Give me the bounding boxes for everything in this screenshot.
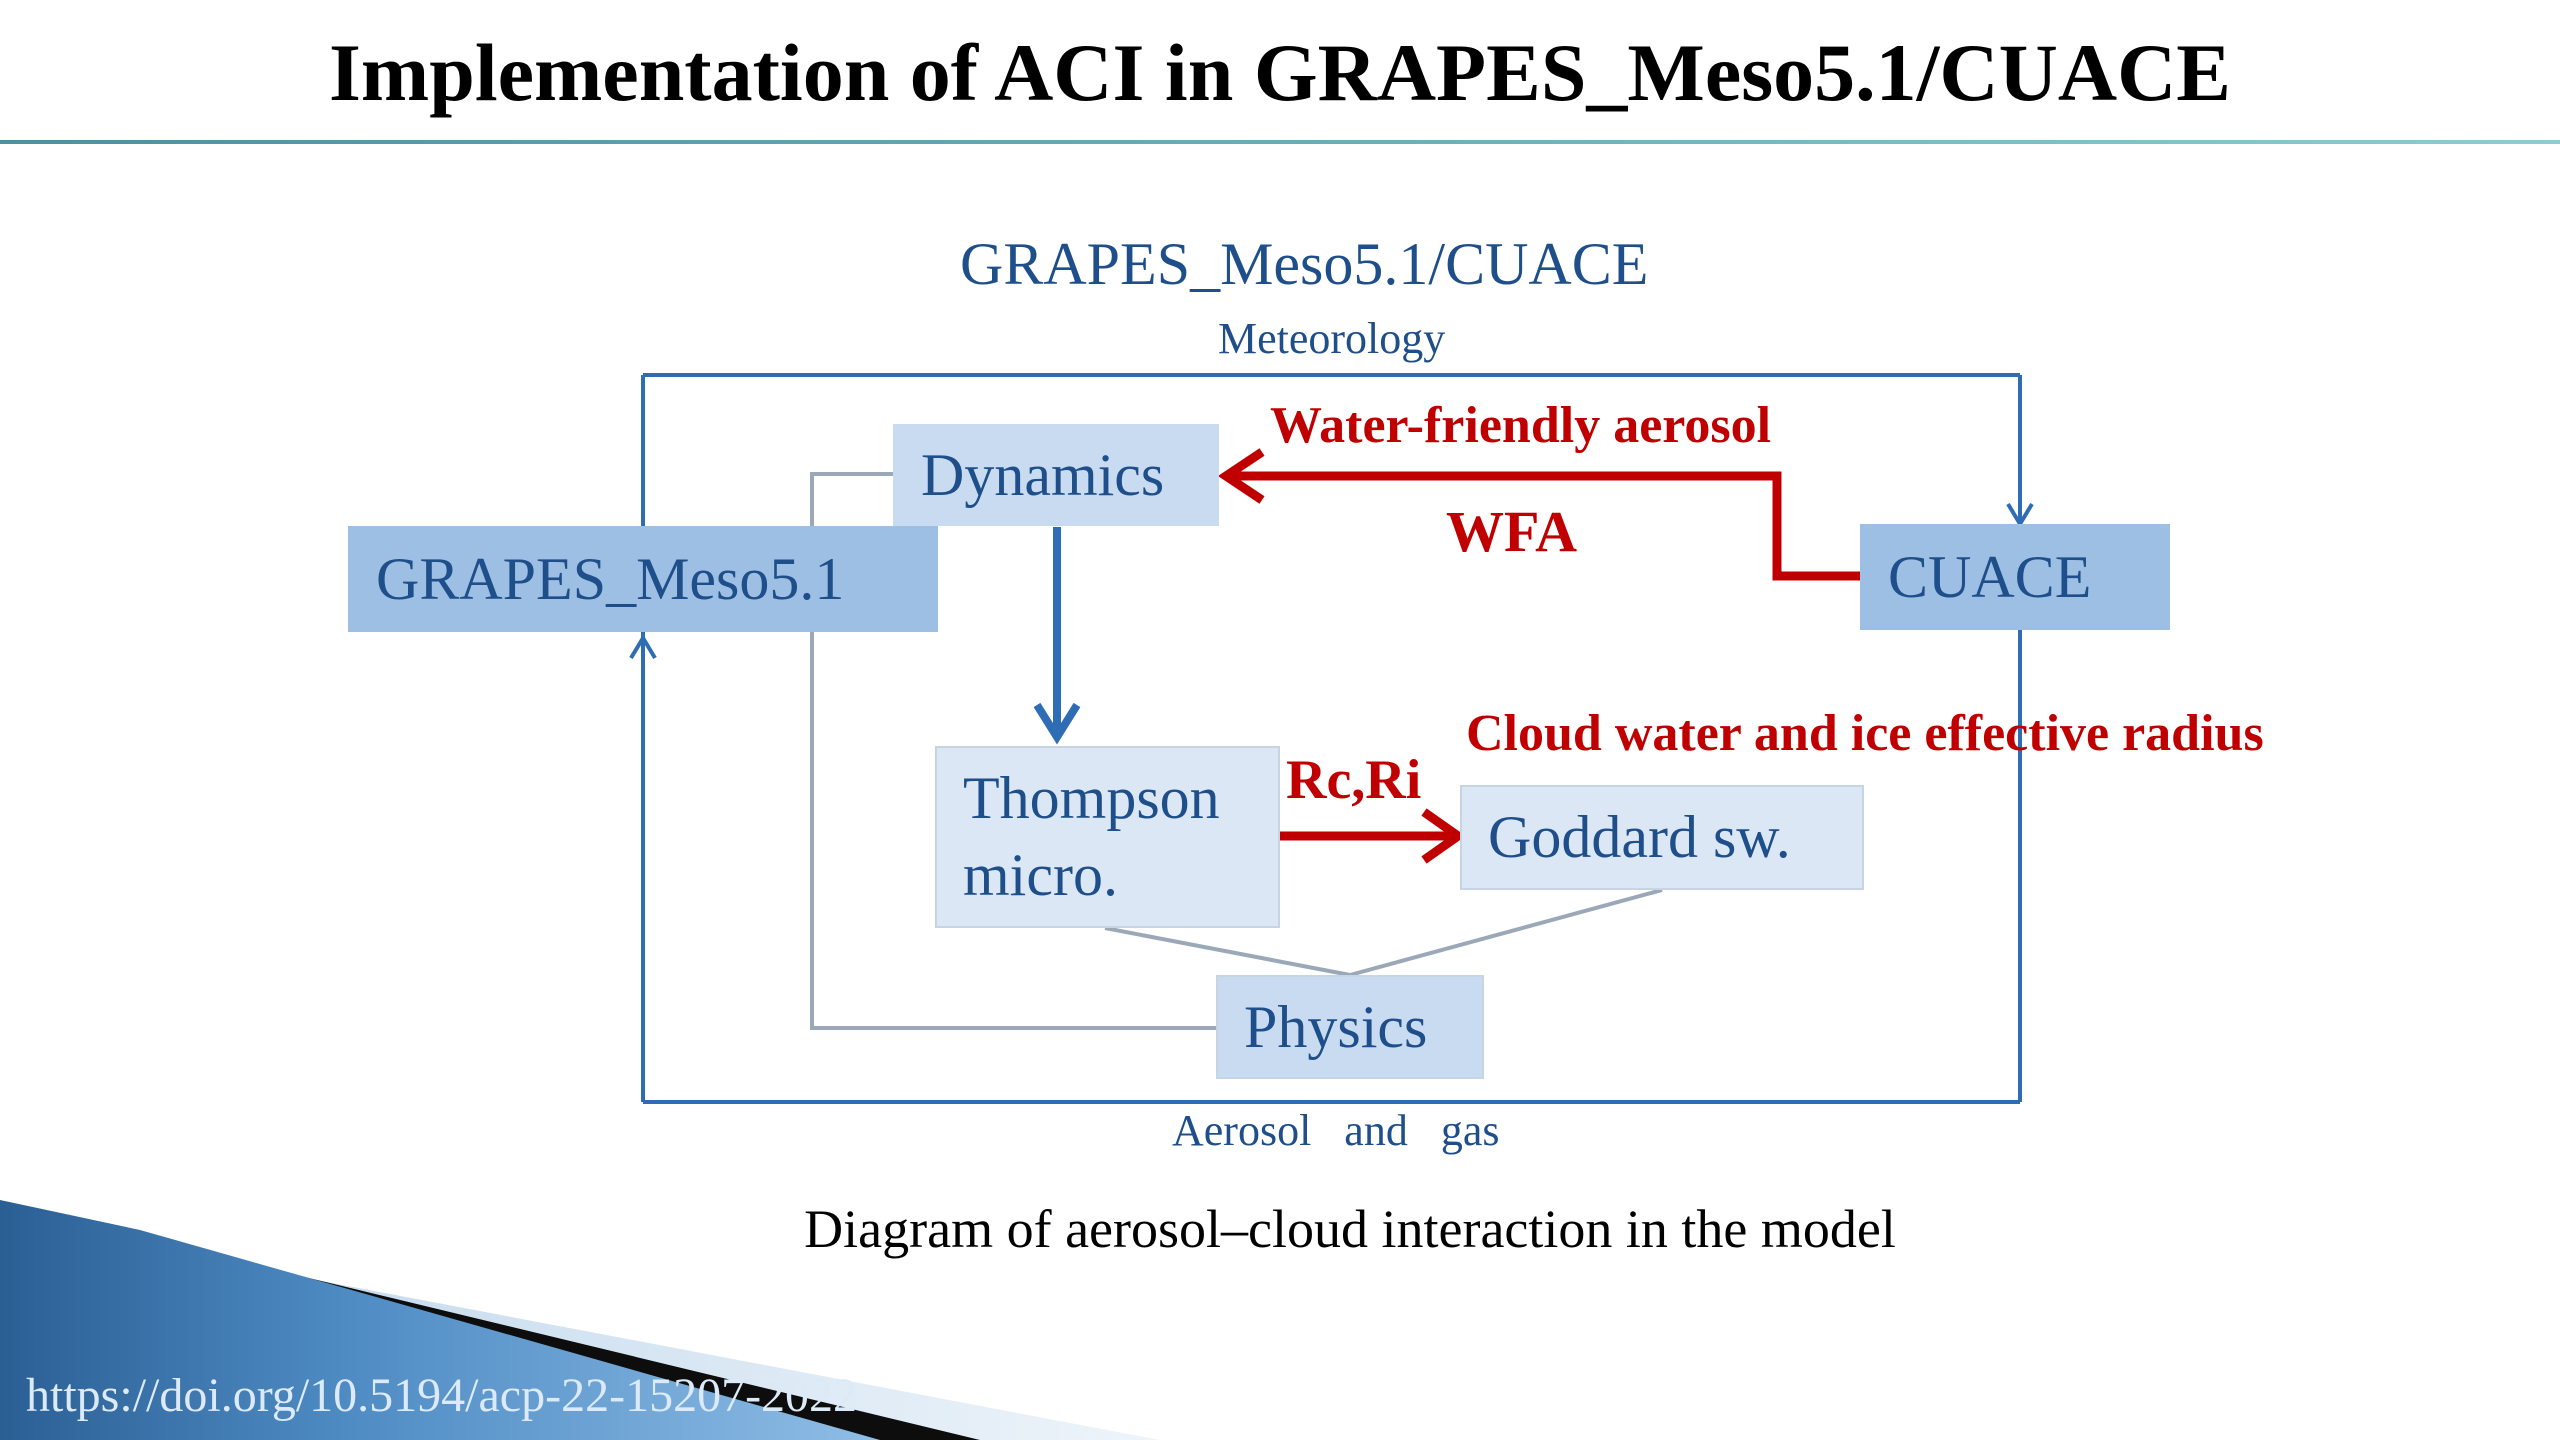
goddard-box: Goddard sw. xyxy=(1460,785,1864,890)
diagram-header: GRAPES_Meso5.1/CUACE xyxy=(960,231,1649,297)
grapes-meso-label: GRAPES_Meso5.1 xyxy=(376,545,845,612)
arrowhead-into-grapes xyxy=(629,634,657,660)
title-divider xyxy=(0,140,2560,144)
goddard-label: Goddard sw. xyxy=(1488,804,1791,870)
slide-title: Implementation of ACI in GRAPES_Meso5.1/… xyxy=(329,27,2231,118)
physics-box: Physics xyxy=(1216,975,1484,1079)
wfa-label: WFA xyxy=(1446,499,1578,564)
dynamics-box: Dynamics xyxy=(893,424,1219,526)
wfa-arrow xyxy=(1230,471,1860,581)
water-friendly-label: Water-friendly aerosol xyxy=(1270,397,1772,454)
thompson-box: Thompson micro. xyxy=(935,746,1280,928)
grapes-meso-box: GRAPES_Meso5.1 xyxy=(348,526,938,632)
wfa-arrowhead xyxy=(1217,448,1265,504)
thompson-label: Thompson micro. xyxy=(963,765,1220,908)
cloud-radius-label: Cloud water and ice effective radius xyxy=(1466,705,2264,762)
thompson-physics-line xyxy=(1104,926,1351,977)
doi-link[interactable]: https://doi.org/10.5194/acp-22-15207-202… xyxy=(26,1369,858,1422)
rc-ri-arrowhead xyxy=(1421,808,1466,864)
physics-label: Physics xyxy=(1244,993,1428,1060)
cuace-box: CUACE xyxy=(1860,524,2170,630)
corner-decoration xyxy=(0,1200,1160,1440)
aerosol-gas-label: Aerosol and gas xyxy=(1172,1106,1500,1155)
gray-inner-connector xyxy=(810,472,1216,1030)
rc-ri-label: Rc,Ri xyxy=(1286,749,1422,811)
cuace-label: CUACE xyxy=(1888,543,2092,610)
dynamics-to-thompson-arrowhead xyxy=(1033,702,1081,745)
goddard-physics-line xyxy=(1349,888,1663,977)
diagram-caption: Diagram of aerosol–cloud interaction in … xyxy=(804,1199,1896,1259)
meteorology-label: Meteorology xyxy=(1218,314,1446,363)
dynamics-label: Dynamics xyxy=(921,441,1165,508)
